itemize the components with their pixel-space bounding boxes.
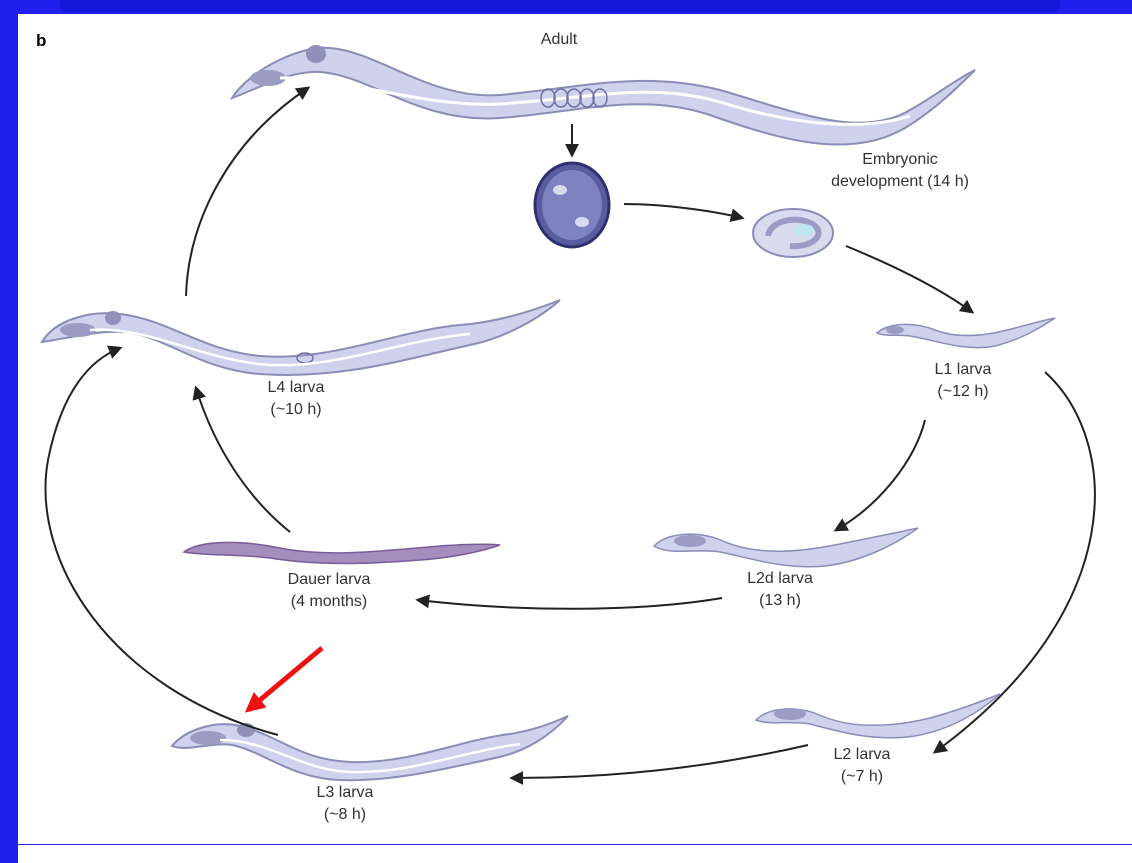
- label-l1: L1 larva: [935, 361, 992, 378]
- label-l2d-duration: (13 h): [759, 592, 801, 609]
- label-embryonic: Embryonic: [862, 151, 938, 168]
- adult-worm: [232, 45, 975, 145]
- dauer-worm: [184, 542, 500, 563]
- label-l3-duration: (~8 h): [324, 806, 366, 823]
- label-l2d: L2d larva: [747, 570, 813, 587]
- panel-letter: b: [36, 31, 46, 50]
- arrow-l4-to-adult: [186, 88, 308, 296]
- arrow-embryo-to-l1: [846, 246, 972, 312]
- label-l1-duration: (~12 h): [937, 383, 988, 400]
- embryo: [753, 209, 833, 257]
- label-l4-duration: (~10 h): [270, 401, 321, 418]
- highlight-arrow: [248, 648, 322, 710]
- label-l3: L3 larva: [317, 784, 374, 801]
- l2d-worm: [654, 528, 918, 567]
- l3-worm: [172, 716, 568, 780]
- label-dauer-duration: (4 months): [291, 593, 367, 610]
- egg: [535, 163, 609, 247]
- l1-worm: [877, 318, 1055, 348]
- arrow-l1-to-l2d: [836, 420, 925, 530]
- label-dauer: Dauer larva: [288, 571, 371, 588]
- label-adult: Adult: [541, 31, 578, 48]
- arrow-l3-to-l4: [46, 348, 278, 735]
- label-l4: L4 larva: [268, 379, 325, 396]
- arrow-egg-to-embryo: [624, 204, 742, 218]
- arrow-l2d-to-dauer: [418, 598, 722, 609]
- label-embryonic-development: development (14 h): [831, 173, 969, 190]
- arrow-l2-to-l3: [512, 745, 808, 778]
- arrow-l1-to-l2: [935, 372, 1095, 752]
- label-l2: L2 larva: [834, 746, 891, 763]
- l4-worm: [42, 300, 560, 375]
- label-l2-duration: (~7 h): [841, 768, 883, 785]
